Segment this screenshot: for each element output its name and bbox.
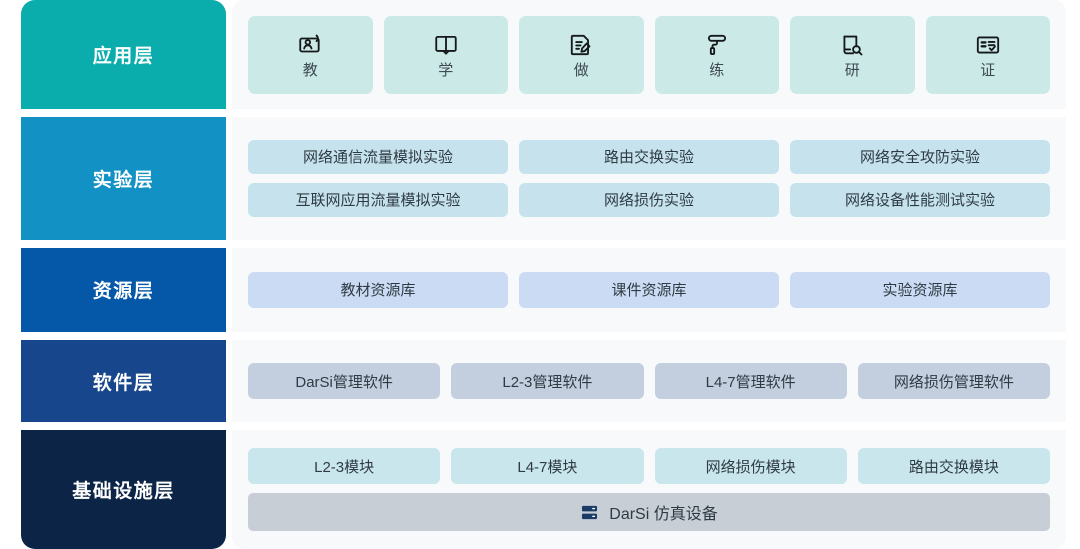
experiment-row: 互联网应用流量模拟实验 网络损伤实验 网络设备性能测试实验: [248, 182, 1050, 217]
experiment-item[interactable]: 网络通信流量模拟实验: [248, 139, 508, 174]
experiment-item[interactable]: 路由交换实验: [519, 139, 779, 174]
software-item[interactable]: L4-7管理软件: [654, 363, 847, 400]
experiment-item[interactable]: 网络安全攻防实验: [790, 139, 1050, 174]
software-item[interactable]: 网络损伤管理软件: [857, 363, 1050, 400]
book-search-icon: [839, 32, 865, 58]
application-icon-grid: 教 学: [242, 15, 1056, 94]
label-divider: [21, 239, 226, 248]
paint-roller-icon: [704, 32, 730, 58]
layer-content-software: DarSi管理软件 L2-3管理软件 L4-7管理软件 网络损伤管理软件: [232, 339, 1066, 423]
app-card-label: 练: [709, 61, 725, 79]
layer-content-infrastructure: L2-3模块 L4-7模块 网络损伤模块 路由交换模块 DarSi: [232, 430, 1066, 549]
layer-content-resource: 教材资源库 课件资源库 实验资源库: [232, 247, 1066, 332]
layer-row-infrastructure: 基础设施层 L2-3模块 L4-7模块 网络损伤模块 路由交换模块: [0, 430, 1080, 549]
app-card-do[interactable]: 做: [519, 15, 644, 94]
layer-label-resource: 资源层: [21, 247, 226, 332]
resource-item[interactable]: 教材资源库: [248, 271, 508, 308]
certificate-check-icon: [975, 32, 1001, 58]
layer-content-experiment: 网络通信流量模拟实验 路由交换实验 网络安全攻防实验 互联网应用流量模拟实验 网…: [232, 116, 1066, 240]
app-card-practice[interactable]: 练: [654, 15, 779, 94]
infrastructure-item[interactable]: 网络损伤模块: [654, 448, 847, 485]
layer-row-experiment: 实验层 网络通信流量模拟实验 路由交换实验 网络安全攻防实验 互联网应用流量模拟…: [0, 116, 1080, 240]
layer-row-application: 应用层 教: [0, 0, 1080, 110]
server-rack-icon: [580, 503, 599, 522]
experiment-item[interactable]: 网络设备性能测试实验: [790, 182, 1050, 217]
experiment-item[interactable]: 网络损伤实验: [519, 182, 779, 217]
layer-label-infrastructure: 基础设施层: [21, 430, 226, 549]
row-divider: [21, 239, 1066, 248]
teacher-presentation-icon: [297, 32, 323, 58]
resource-item[interactable]: 实验资源库: [790, 271, 1050, 308]
experiment-grid: 网络通信流量模拟实验 路由交换实验 网络安全攻防实验 互联网应用流量模拟实验 网…: [242, 139, 1056, 217]
layer-label-experiment: 实验层: [21, 116, 226, 240]
layer-row-resource: 资源层 教材资源库 课件资源库 实验资源库: [0, 247, 1080, 332]
app-card-teach[interactable]: 教: [248, 15, 373, 94]
app-card-label: 学: [438, 61, 454, 79]
open-book-icon: [433, 32, 459, 58]
layer-label-software: 软件层: [21, 339, 226, 423]
layer-label-application: 应用层: [21, 0, 226, 110]
infrastructure-item[interactable]: L2-3模块: [248, 448, 441, 485]
app-card-label: 证: [980, 61, 996, 79]
infrastructure-item[interactable]: 路由交换模块: [857, 448, 1050, 485]
layer-content-application: 教 学: [232, 0, 1066, 110]
resource-grid: 教材资源库 课件资源库 实验资源库: [242, 271, 1056, 308]
experiment-row: 网络通信流量模拟实验 路由交换实验 网络安全攻防实验: [248, 139, 1050, 174]
software-grid: DarSi管理软件 L2-3管理软件 L4-7管理软件 网络损伤管理软件: [242, 363, 1056, 400]
software-item[interactable]: DarSi管理软件: [248, 363, 441, 400]
experiment-item[interactable]: 互联网应用流量模拟实验: [248, 182, 508, 217]
app-card-research[interactable]: 研: [790, 15, 915, 94]
software-item[interactable]: L2-3管理软件: [451, 363, 644, 400]
row-divider: [21, 109, 1066, 118]
resource-item[interactable]: 课件资源库: [519, 271, 779, 308]
app-card-label: 教: [302, 61, 318, 79]
app-card-learn[interactable]: 学: [383, 15, 508, 94]
app-card-certify[interactable]: 证: [925, 15, 1050, 94]
darsi-device-bar[interactable]: DarSi 仿真设备: [248, 493, 1050, 532]
row-divider: [21, 331, 1066, 340]
layer-row-software: 软件层 DarSi管理软件 L2-3管理软件 L4-7管理软件 网络损伤管理软件: [0, 339, 1080, 423]
infrastructure-grid: L2-3模块 L4-7模块 网络损伤模块 路由交换模块 DarSi: [242, 448, 1056, 532]
darsi-device-label: DarSi 仿真设备: [609, 506, 718, 524]
app-card-label: 研: [844, 61, 860, 79]
notepad-pencil-icon: [568, 32, 594, 58]
app-card-label: 做: [573, 61, 589, 79]
infrastructure-row: L2-3模块 L4-7模块 网络损伤模块 路由交换模块: [248, 448, 1050, 485]
label-divider: [21, 422, 226, 431]
infrastructure-item[interactable]: L4-7模块: [451, 448, 644, 485]
label-divider: [21, 109, 226, 118]
label-divider: [21, 331, 226, 340]
row-divider: [21, 422, 1066, 431]
